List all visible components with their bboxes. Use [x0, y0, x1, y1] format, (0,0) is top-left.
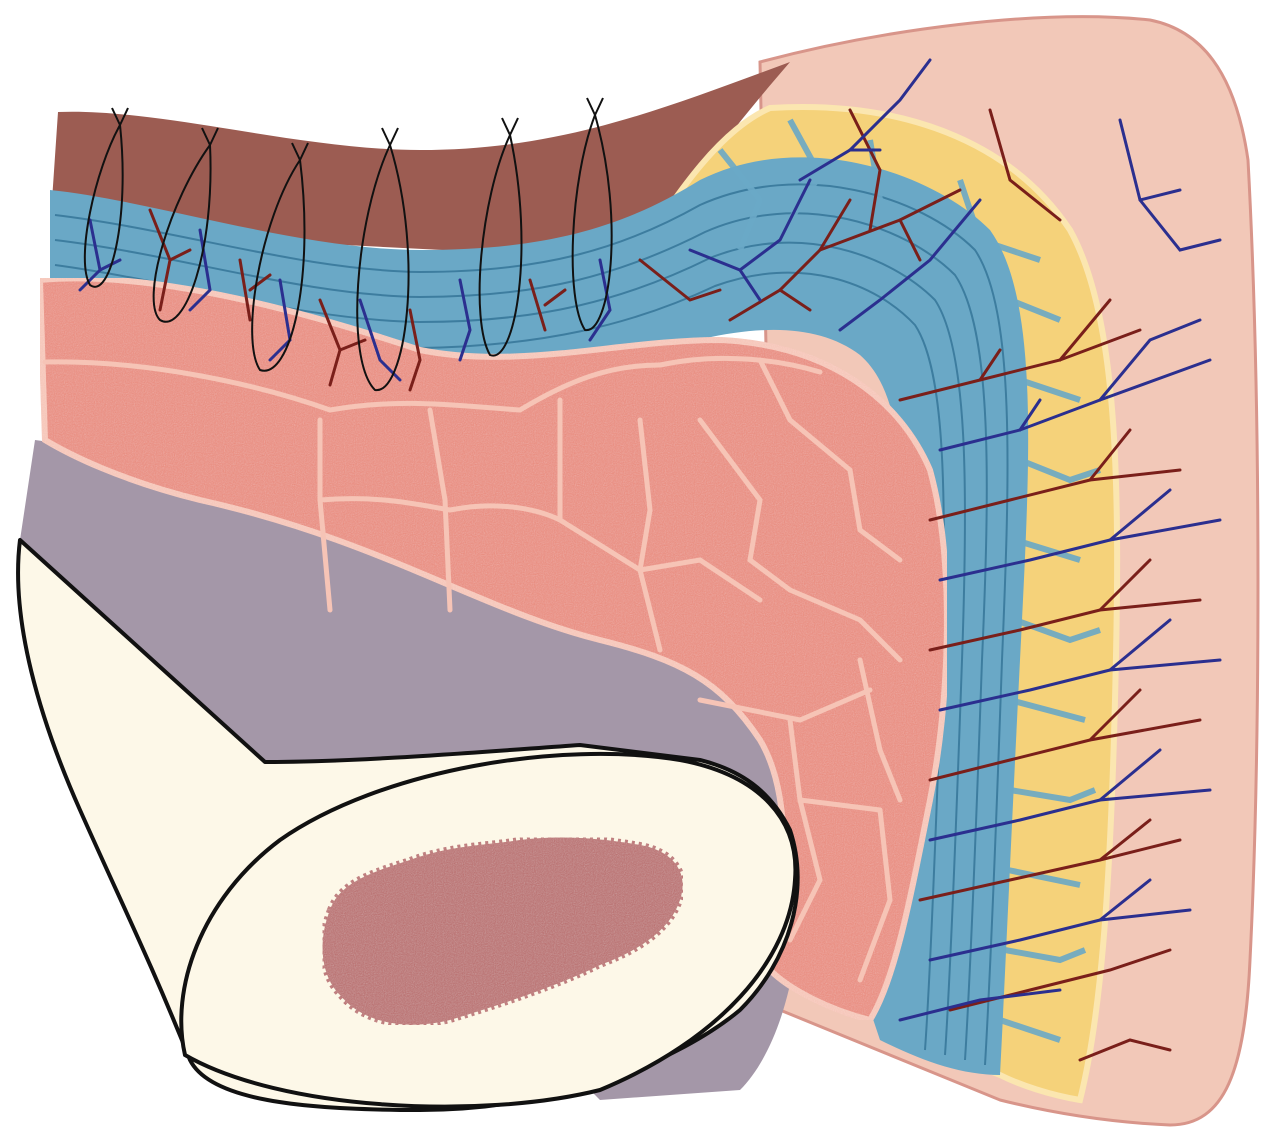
suture-icon [152, 127, 219, 323]
suture-icon [571, 97, 613, 332]
muscle-layer [36, 275, 950, 1024]
vein-icon [78, 58, 1222, 1022]
suture-row [83, 97, 613, 392]
suture-icon [356, 127, 410, 392]
bone-marrow-icon [319, 834, 686, 1028]
artery-icon [148, 108, 1202, 1062]
suture-icon [478, 117, 523, 357]
suture-icon [83, 107, 129, 288]
vessel-network [78, 58, 1222, 1062]
dermis-layer [50, 62, 790, 260]
fat-lobule-lines [717, 118, 1101, 1043]
suture-icon [251, 142, 309, 372]
muscle-fascicle-lines [42, 355, 903, 983]
